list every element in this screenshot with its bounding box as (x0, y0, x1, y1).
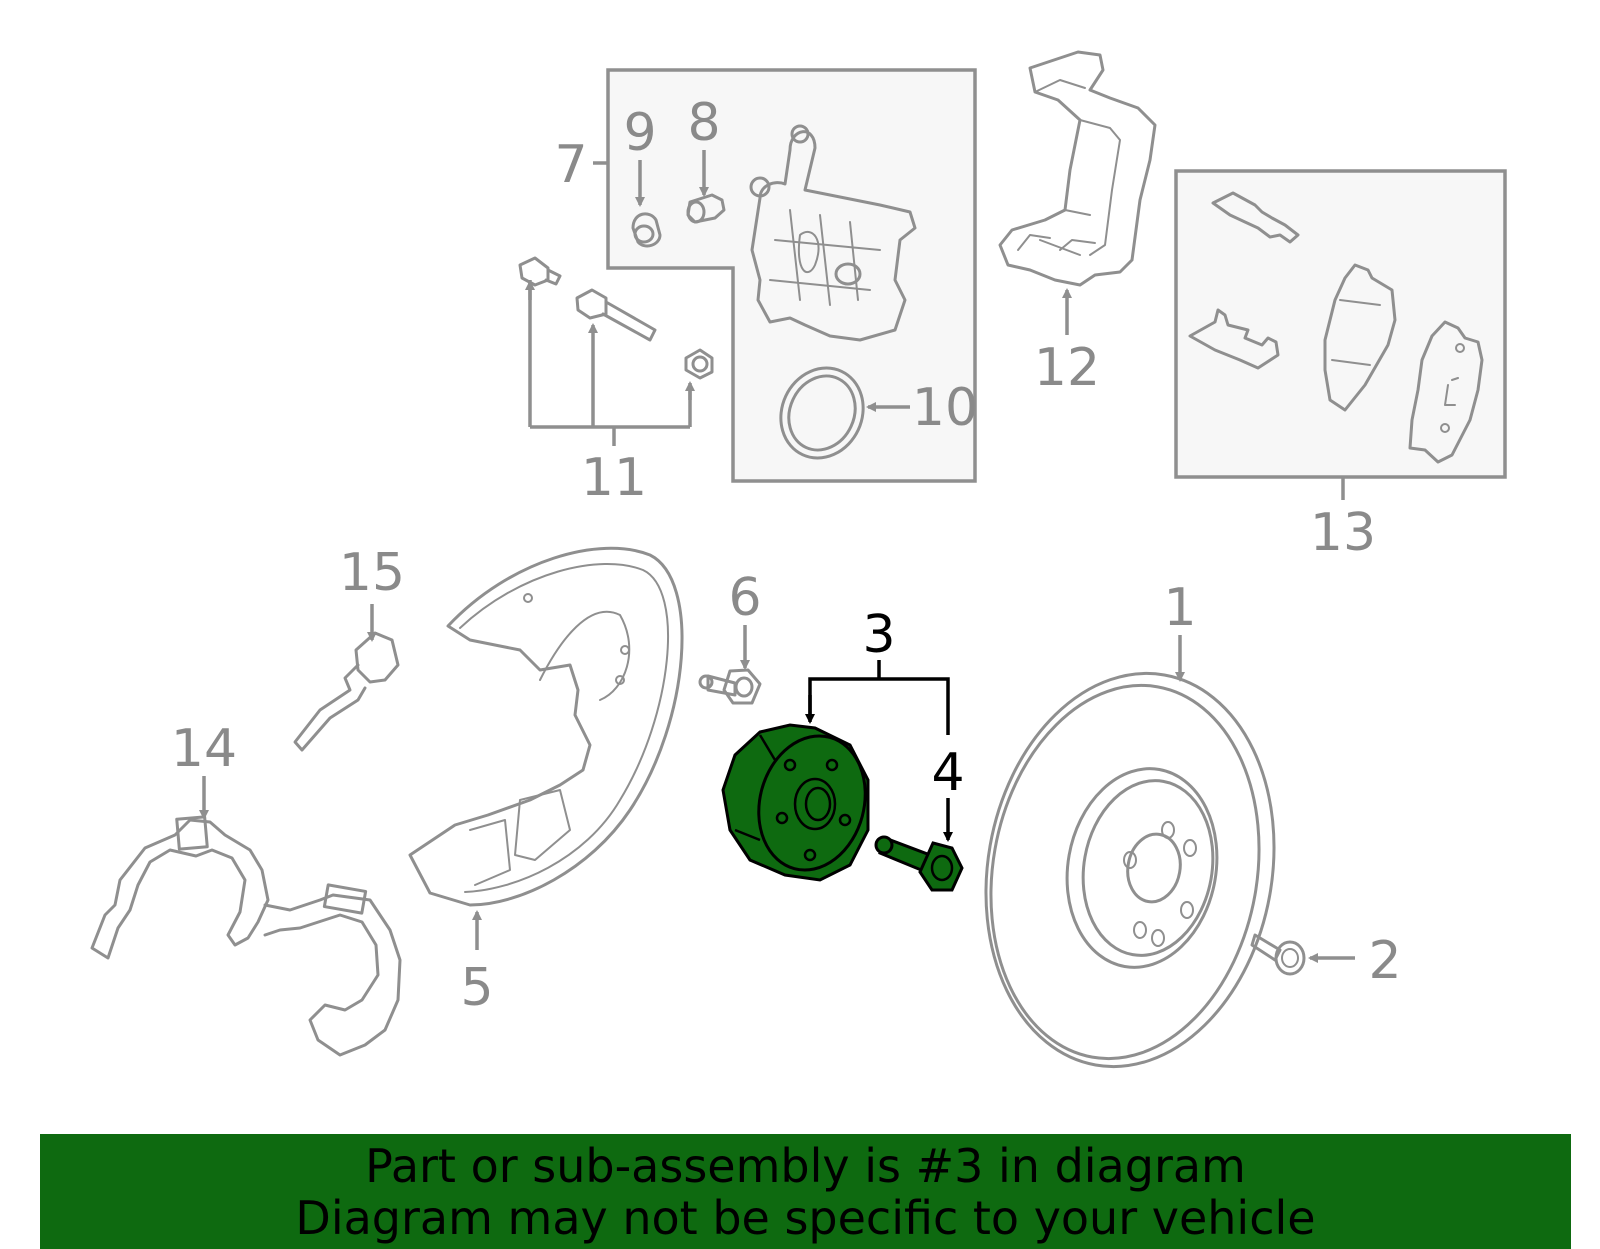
pad-clip-upper (1211, 191, 1300, 244)
notice-banner: Part or sub-assembly is #3 in diagram Di… (40, 1134, 1571, 1249)
guide-pin-boot (684, 348, 714, 380)
pad-clip-lower (1188, 308, 1280, 370)
callout-5: 5 (460, 958, 493, 1018)
brake-pad-kit-box (1174, 169, 1507, 479)
brake-rotor (984, 671, 1276, 1069)
caliper-body (749, 124, 917, 342)
callout-2: 2 (1368, 931, 1401, 991)
piston-seal (779, 366, 865, 460)
callout-13: 13 (1310, 503, 1376, 563)
abs-sensor-harness (90, 815, 402, 1057)
rotor-screw (1250, 933, 1306, 976)
guide-pin (575, 288, 657, 342)
callout-7: 7 (554, 135, 587, 195)
callout-9: 9 (623, 103, 656, 163)
wheel-speed-sensor (293, 631, 400, 752)
guide-pin-bolt (518, 256, 562, 287)
callout-6: 6 (728, 568, 761, 628)
hub-assembly-highlighted (721, 723, 870, 882)
callout-8: 8 (687, 93, 720, 153)
notice-line-part: Part or sub-assembly is #3 in diagram (365, 1138, 1246, 1193)
notice-line-disclaimer: Diagram may not be specific to your vehi… (295, 1190, 1316, 1245)
callout-12: 12 (1034, 338, 1100, 398)
callout-14: 14 (171, 719, 237, 779)
callout-10: 10 (912, 378, 978, 438)
caliper-bracket (998, 50, 1157, 287)
brake-pad-inner (1323, 263, 1397, 412)
splash-shield (408, 546, 684, 907)
brake-pad-outer (1408, 320, 1484, 464)
callout-15: 15 (339, 543, 405, 603)
callout-11: 11 (581, 448, 647, 508)
callout-1: 1 (1163, 578, 1196, 638)
bleeder-screw (686, 193, 726, 224)
shield-bolt (698, 668, 762, 705)
dust-cap (631, 212, 662, 248)
callout-4: 4 (931, 743, 964, 803)
leader-lines (199, 150, 1355, 963)
hub-bolt-highlighted (874, 835, 964, 892)
callout-3: 3 (862, 605, 895, 665)
caliper-assembly-box (606, 68, 977, 483)
